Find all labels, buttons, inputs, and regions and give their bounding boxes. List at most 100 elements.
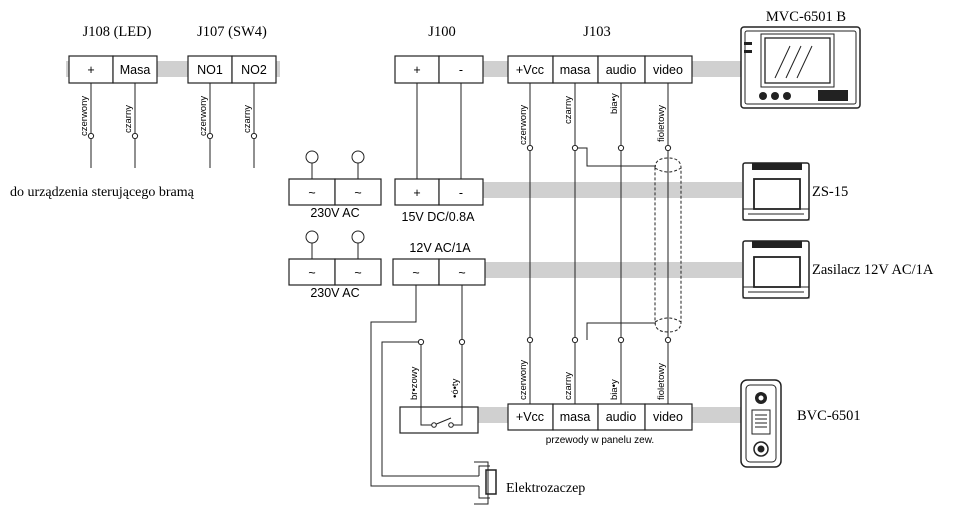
switch-terminal-b bbox=[448, 422, 454, 428]
psu-zs15-pin-minus: - bbox=[459, 186, 463, 200]
supply-label: Zasilacz 12V AC/1A bbox=[812, 262, 934, 278]
panel-caption: przewody w panelu zew. bbox=[546, 435, 654, 446]
coax-shield bbox=[654, 157, 682, 333]
psu1-pin-a-box bbox=[288, 178, 336, 206]
lock-wire-brown-label: br•zowy bbox=[409, 366, 420, 400]
relay-switch-box bbox=[399, 406, 479, 434]
lock-wire-brown-terminal bbox=[417, 338, 425, 346]
psu-zs15-pin-minus-box bbox=[438, 178, 484, 206]
panel-pin-vcc: +Vcc bbox=[516, 410, 544, 424]
j107-pin-no1: NO1 bbox=[197, 63, 223, 77]
psu-zs15-label: 15V DC/0.8A bbox=[402, 210, 476, 224]
j108-pin-plus: + bbox=[87, 63, 94, 77]
j103-wire-black-label: czarny bbox=[563, 96, 574, 124]
lock-body bbox=[474, 461, 489, 505]
panel-pin-vcc-box bbox=[507, 403, 554, 431]
j108-pin-masa: Masa bbox=[120, 63, 151, 77]
psu2-pin-b: ~ bbox=[354, 266, 361, 280]
j107-red-terminal bbox=[206, 132, 214, 140]
psu-zs15-pin-plus: + bbox=[413, 186, 420, 200]
lock-wire-yellow-terminal bbox=[458, 338, 466, 346]
j108-wire-red-label: czerwony bbox=[79, 96, 90, 136]
panel-label: BVC-6501 bbox=[797, 408, 861, 424]
j108-wire-black-label: czarny bbox=[123, 105, 134, 133]
j100-pin-minus-box bbox=[438, 55, 484, 84]
j100-pin-plus-box bbox=[394, 55, 440, 84]
outdoor-panel-icon bbox=[740, 379, 782, 468]
lock-label: Elektrozaczep bbox=[506, 481, 585, 496]
j103-wire-red-label: czerwony bbox=[518, 105, 529, 145]
mains-plug-2a bbox=[305, 230, 319, 244]
j108-title: J108 (LED) bbox=[83, 24, 152, 40]
lock-coil bbox=[485, 469, 497, 495]
psu1-pin-b-box bbox=[334, 178, 382, 206]
lock-lead-brown bbox=[381, 341, 479, 477]
panel-pin-video: video bbox=[653, 410, 683, 424]
psu2-label: 230V AC bbox=[310, 286, 359, 300]
panel-pin-video-box bbox=[644, 403, 693, 431]
psu-lock-pin-b-box bbox=[438, 258, 486, 286]
lock-loop-outer bbox=[370, 285, 479, 487]
bus-video-terminal-bottom bbox=[664, 336, 672, 344]
j103-pin-masa: masa bbox=[560, 63, 591, 77]
j108-black-terminal bbox=[131, 132, 139, 140]
psu-zs15-pin-plus-box bbox=[394, 178, 440, 206]
lock-wire-yellow-label: •ó•ty bbox=[450, 378, 461, 398]
psu1-label: 230V AC bbox=[310, 206, 359, 220]
j103-title: J103 bbox=[583, 24, 610, 40]
panel-pin-masa: masa bbox=[560, 410, 591, 424]
bus-jumper-bottom bbox=[586, 322, 656, 340]
panel-pin-masa-box bbox=[552, 403, 599, 431]
monitor-icon bbox=[740, 26, 861, 109]
j108-red-terminal bbox=[87, 132, 95, 140]
mains-plug-2b bbox=[351, 230, 365, 244]
j103-wire-white-label: bia•y bbox=[609, 93, 620, 114]
psu-lock-pin-a: ~ bbox=[412, 266, 419, 280]
psu2-pin-b-box bbox=[334, 258, 382, 286]
bus-masa-terminal-top bbox=[571, 144, 579, 152]
zs15-label: ZS-15 bbox=[812, 184, 848, 200]
j103-wire-violet-label: fioletowy bbox=[656, 105, 667, 142]
bus-vcc-terminal-top bbox=[526, 144, 534, 152]
j107-wire-black-label: czarny bbox=[242, 105, 253, 133]
panel-wire-black-label: czarny bbox=[563, 372, 574, 400]
psu-lock-label: 12V AC/1A bbox=[409, 241, 471, 255]
j100-title: J100 bbox=[428, 24, 455, 40]
bus-video-terminal-top bbox=[664, 144, 672, 152]
relay-switch-contact bbox=[420, 342, 463, 426]
j100-pin-minus: - bbox=[459, 63, 463, 77]
j103-pin-video: video bbox=[653, 63, 683, 77]
supply-module-icon bbox=[742, 240, 810, 299]
psu-lock-pin-b: ~ bbox=[458, 266, 465, 280]
psu-lock-pin-a-box bbox=[392, 258, 440, 286]
panel-pin-audio: audio bbox=[606, 410, 637, 424]
panel-wire-red-label: czerwony bbox=[518, 360, 529, 400]
lock-connection bbox=[478, 465, 490, 499]
j103-pin-audio: audio bbox=[606, 63, 637, 77]
zs15-module-icon bbox=[742, 162, 810, 221]
monitor-label: MVC-6501 B bbox=[766, 9, 846, 25]
bus-jumper-top bbox=[575, 147, 656, 167]
psu1-pin-a: ~ bbox=[308, 186, 315, 200]
mains-plug-1a bbox=[305, 150, 319, 164]
j103-pin-audio-box bbox=[597, 55, 646, 84]
j108-pin-masa-box bbox=[112, 55, 158, 84]
bus-audio-terminal-top bbox=[617, 144, 625, 152]
panel-wire-white-label: bia•y bbox=[609, 379, 620, 400]
switch-terminal-a bbox=[431, 422, 437, 428]
j107-black-terminal bbox=[250, 132, 258, 140]
bus-audio-terminal-bottom bbox=[617, 336, 625, 344]
mains-plug-1b bbox=[351, 150, 365, 164]
j107-wire-red-label: czerwony bbox=[198, 96, 209, 136]
j107-pin-no2: NO2 bbox=[241, 63, 267, 77]
psu2-pin-a: ~ bbox=[308, 266, 315, 280]
j100-pin-plus: + bbox=[413, 63, 420, 77]
psu1-pin-b: ~ bbox=[354, 186, 361, 200]
bus-masa-terminal-bottom bbox=[571, 336, 579, 344]
bus-vcc-terminal-bottom bbox=[526, 336, 534, 344]
j103-pin-vcc: +Vcc bbox=[516, 63, 544, 77]
panel-wire-violet-label: fioletowy bbox=[656, 363, 667, 400]
j107-title: J107 (SW4) bbox=[197, 24, 267, 40]
gate-controller-label: do urządzenia sterującego bramą bbox=[10, 185, 195, 200]
